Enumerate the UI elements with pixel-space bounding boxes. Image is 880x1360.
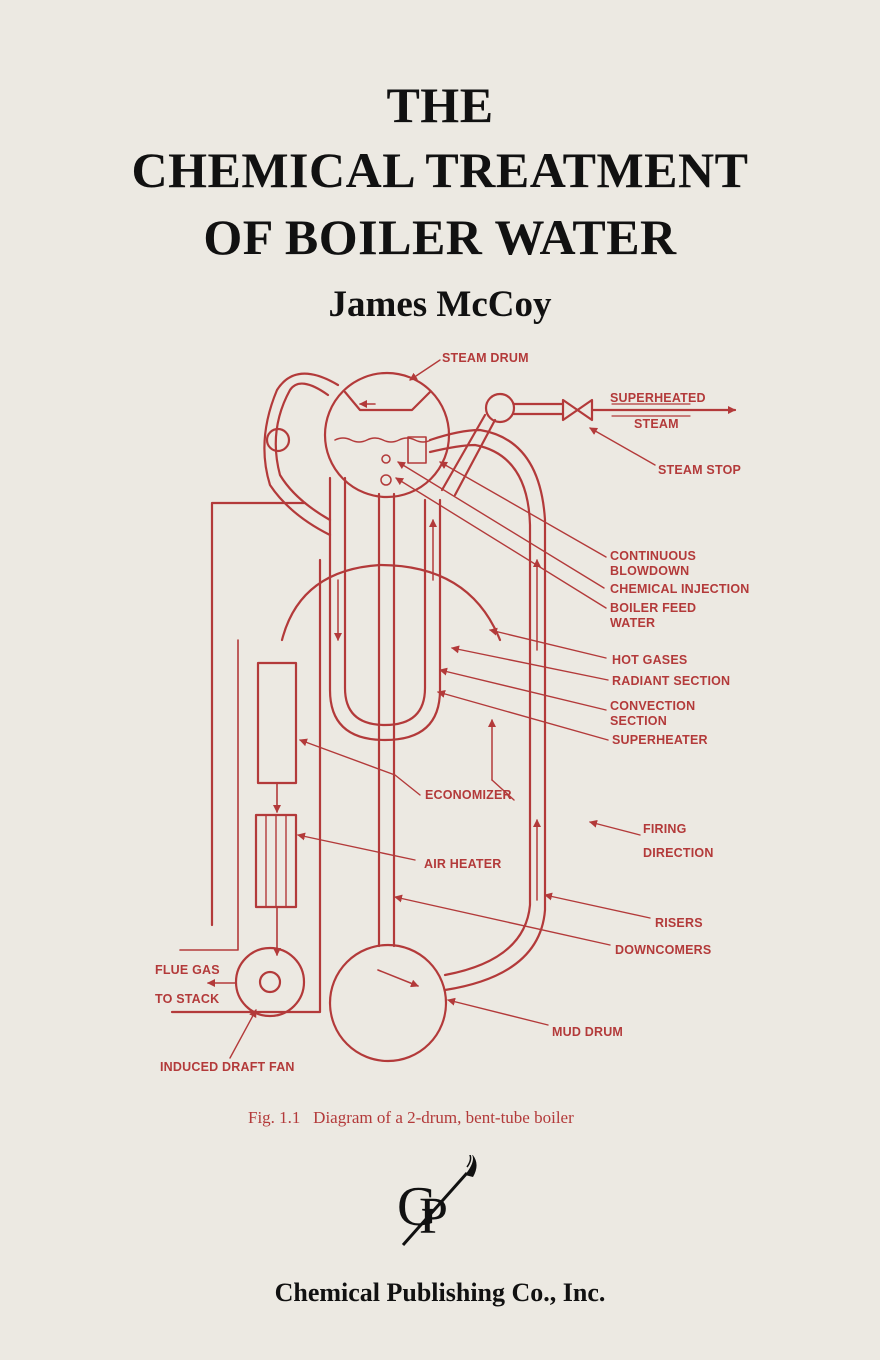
label-superheater: SUPERHEATER	[612, 733, 708, 747]
title-line-2: CHEMICAL TREATMENT	[131, 142, 749, 198]
figure-caption: Fig. 1.1 Diagram of a 2-drum, bent-tube …	[248, 1108, 574, 1127]
label-to-stack: TO STACK	[155, 992, 219, 1006]
label-section: SECTION	[610, 714, 667, 728]
svg-text:P: P	[419, 1188, 448, 1245]
mud-drum	[328, 943, 448, 1063]
label-continuous: CONTINUOUS	[610, 549, 696, 563]
label-superheated: SUPERHEATED	[610, 391, 706, 405]
label-economizer: ECONOMIZER	[425, 788, 512, 802]
publisher-name: Chemical Publishing Co., Inc.	[274, 1278, 606, 1307]
title-line-3: OF BOILER WATER	[203, 209, 677, 265]
title-line-1: THE	[386, 77, 494, 133]
label-downcomers: DOWNCOMERS	[615, 943, 711, 957]
label-water: WATER	[610, 616, 655, 630]
label-flue-gas: FLUE GAS	[155, 963, 220, 977]
label-steam-stop: STEAM STOP	[658, 463, 741, 477]
economizer-box	[256, 661, 298, 785]
label-risers: RISERS	[655, 916, 703, 930]
label-chemical-injection: CHEMICAL INJECTION	[610, 582, 750, 596]
author-name: James McCoy	[328, 284, 552, 325]
label-air-heater: AIR HEATER	[424, 857, 501, 871]
label-steam: STEAM	[634, 417, 679, 431]
label-steam-drum: STEAM DRUM	[442, 351, 529, 365]
label-firing: FIRING	[643, 822, 687, 836]
label-direction: DIRECTION	[643, 846, 714, 860]
label-radiant-section: RADIANT SECTION	[612, 674, 730, 688]
label-convection: CONVECTION	[610, 699, 695, 713]
label-induced-draft-fan: INDUCED DRAFT FAN	[160, 1060, 295, 1074]
boiler-diagram: STEAM DRUM SUPERHEATED STEAM STEAM STOP …	[155, 351, 750, 1074]
label-mud-drum: MUD DRUM	[552, 1025, 623, 1039]
label-blowdown: BLOWDOWN	[610, 564, 689, 578]
label-boiler-feed: BOILER FEED	[610, 601, 696, 615]
induced-draft-fan	[234, 946, 306, 1018]
torch-monogram-logo: G P	[397, 1155, 477, 1246]
label-hot-gases: HOT GASES	[612, 653, 687, 667]
